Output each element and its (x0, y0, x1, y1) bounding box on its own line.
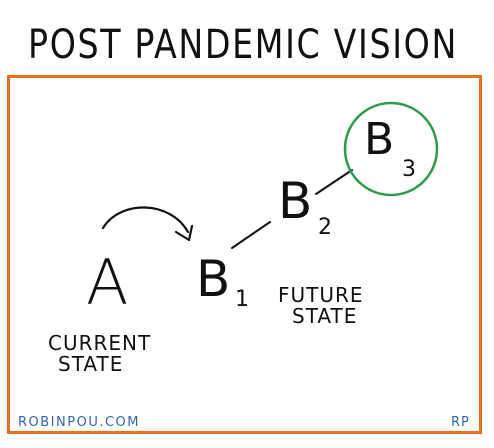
future-state-line-2: State (292, 304, 358, 328)
node-b2-letter: B (278, 172, 312, 230)
arrow-head-icon (174, 224, 194, 242)
current-state-line-2: State (58, 352, 124, 376)
node-b2-subscript: 2 (318, 215, 332, 240)
future-state-line-1: Future (278, 283, 364, 307)
current-state-label: Current State (48, 333, 151, 375)
connector-b2-b3 (315, 169, 353, 195)
current-state-line-1: Current (48, 331, 152, 355)
node-b1-subscript: 1 (235, 287, 249, 312)
future-state-label: Future State (278, 285, 364, 327)
node-b3-letter: B (364, 114, 394, 165)
diagram-frame (7, 75, 482, 434)
node-b1-letter: B (196, 250, 230, 308)
footer-website: robinpou.com (18, 415, 140, 430)
page-title: Post Pandemic Vision (28, 22, 458, 68)
node-a: A (86, 246, 128, 319)
footer-initials: RP (451, 415, 470, 430)
connector-b1-b2 (231, 221, 271, 249)
transition-arrow (101, 206, 190, 234)
node-b3-subscript: 3 (402, 157, 416, 182)
future-goal-circle (343, 101, 439, 197)
